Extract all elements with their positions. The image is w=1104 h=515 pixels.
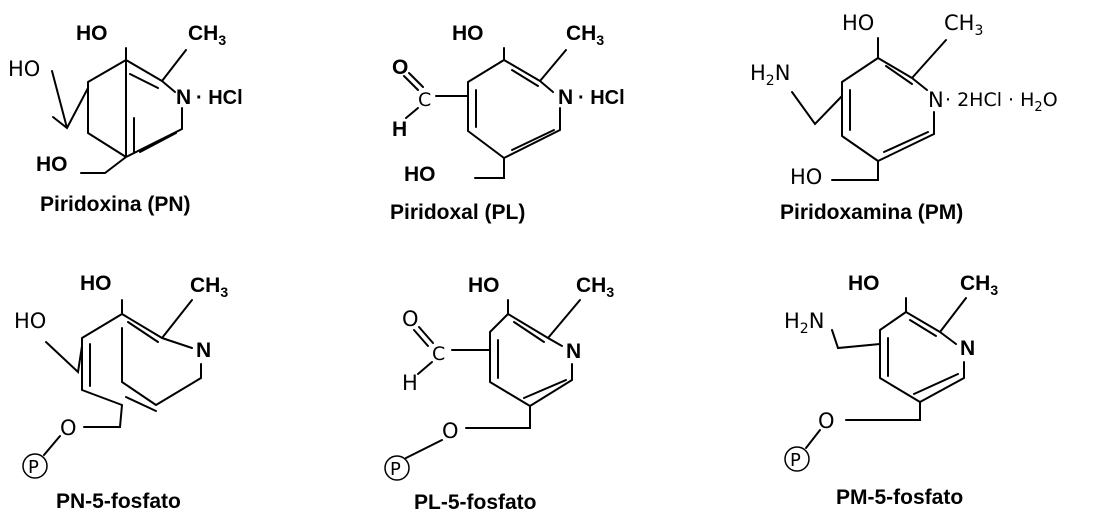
- molecule-skeleton: [791, 37, 947, 181]
- compound-pm-5-fosfato: HO CH3 H2N N O P PM-5-fosfato: [784, 272, 998, 509]
- compound-name: Piridoxina (PN): [40, 193, 191, 216]
- hydroxyl-label: HO: [80, 272, 112, 295]
- methyl-subscript: 3: [596, 32, 604, 48]
- bottom-hydroxyl-label: HO: [404, 163, 436, 186]
- ester-oxygen-label: O: [818, 409, 835, 433]
- bottom-hydroxyl-label: HO: [36, 153, 68, 176]
- methyl-subscript: 3: [974, 23, 983, 39]
- ester-oxygen-label: O: [442, 419, 459, 443]
- svg-text:CH3: CH3: [566, 22, 604, 48]
- phosphate-label: P: [790, 450, 801, 471]
- methyl-subscript: 3: [990, 282, 998, 298]
- water-subscript: 2: [1034, 100, 1042, 115]
- hydroxymethyl-label: HO: [14, 309, 46, 333]
- methyl-label: CH: [960, 272, 990, 295]
- molecule-skeleton: [51, 47, 187, 174]
- phosphate-circle: [784, 446, 810, 472]
- ring-nitrogen-label: N: [176, 86, 191, 109]
- methyl-subscript: 3: [218, 32, 226, 48]
- methyl-label: CH: [188, 22, 218, 45]
- aldehyde-hydrogen-label: H: [392, 118, 407, 141]
- ester-oxygen-label: O: [60, 416, 77, 440]
- methyl-label: CH: [944, 11, 974, 35]
- methyl-label: CH: [576, 274, 606, 297]
- ring-nitrogen-label: N: [558, 86, 573, 109]
- ring-nitrogen-label: N: [566, 340, 581, 363]
- ring-nitrogen-label: N: [960, 337, 975, 360]
- amine-subscript: 2: [800, 321, 809, 337]
- hydroxyl-label: HO: [842, 11, 874, 35]
- svg-text:CH3: CH3: [960, 272, 998, 298]
- salt-label: · HCl: [196, 87, 243, 109]
- phosphate-circle: [384, 455, 410, 481]
- svg-text:CH3: CH3: [576, 274, 614, 300]
- svg-text:H2N: H2N: [784, 309, 824, 337]
- methyl-label: CH: [566, 22, 596, 45]
- aldehyde-oxygen-label: O: [402, 307, 419, 331]
- molecule-skeleton: [403, 47, 567, 179]
- compound-piridoxina: HO CH3 HO N · HCl HO Piridoxina (PN): [8, 22, 243, 216]
- svg-text:CH3: CH3: [188, 22, 226, 48]
- compound-name: PM-5-fosfato: [836, 486, 963, 509]
- compound-piridoxal: HO CH3 O C H N · HCl HO Piridoxal (PL): [390, 22, 625, 224]
- salt-label: · 2HCl · H: [945, 89, 1034, 111]
- molecule-skeleton: [805, 297, 967, 449]
- compound-piridoxamina: HO CH3 H2N N · 2HCl · H2O HO Piridoxamin…: [750, 11, 1058, 224]
- hydroxyl-label: HO: [848, 272, 880, 295]
- aldehyde-carbon-label: C: [432, 343, 445, 365]
- molecule-skeleton: [405, 299, 581, 459]
- amine-subscript: 2: [766, 73, 775, 89]
- svg-text:CH3: CH3: [944, 11, 983, 39]
- hydroxymethyl-label: HO: [8, 57, 40, 81]
- svg-text:CH3: CH3: [190, 274, 228, 300]
- amine-h-label: H: [750, 61, 766, 85]
- methyl-label: CH: [190, 274, 220, 297]
- compound-name: Piridoxamina (PM): [780, 201, 963, 224]
- molecule-skeleton: [43, 299, 202, 456]
- aldehyde-carbon-label: C: [418, 89, 431, 111]
- bottom-hydroxyl-label: HO: [790, 165, 822, 189]
- hydroxyl-label: HO: [76, 22, 108, 45]
- aldehyde-oxygen-label: O: [392, 56, 408, 79]
- hydroxyl-label: HO: [468, 274, 500, 297]
- compound-pl-5-fosfato: HO CH3 O C H N O P PL-5-fosfato: [384, 274, 614, 514]
- compound-name: Piridoxal (PL): [390, 201, 525, 224]
- compound-name: PL-5-fosfato: [414, 491, 537, 514]
- svg-text:· 2HCl · H2O: · 2HCl · H2O: [945, 89, 1058, 115]
- aldehyde-hydrogen-label: H: [402, 371, 418, 395]
- amine-nitrogen-label: N: [775, 61, 791, 85]
- compound-pn-5-fosfato: HO CH3 HO N O P PN-5-fosfato: [14, 272, 228, 513]
- methyl-subscript: 3: [220, 284, 228, 300]
- ring-nitrogen-label: N: [928, 88, 944, 112]
- methyl-subscript: 3: [606, 284, 614, 300]
- amine-h-label: H: [784, 309, 800, 333]
- phosphate-circle: [22, 453, 48, 479]
- svg-text:H2N: H2N: [750, 61, 790, 89]
- water-oxygen-label: O: [1043, 89, 1058, 111]
- hydroxyl-label: HO: [452, 22, 484, 45]
- ring-nitrogen-label: N: [196, 339, 211, 362]
- phosphate-label: P: [28, 457, 39, 478]
- amine-nitrogen-label: N: [809, 309, 825, 333]
- compound-name: PN-5-fosfato: [56, 490, 181, 513]
- phosphate-label: P: [390, 459, 401, 480]
- salt-label: · HCl: [578, 87, 625, 109]
